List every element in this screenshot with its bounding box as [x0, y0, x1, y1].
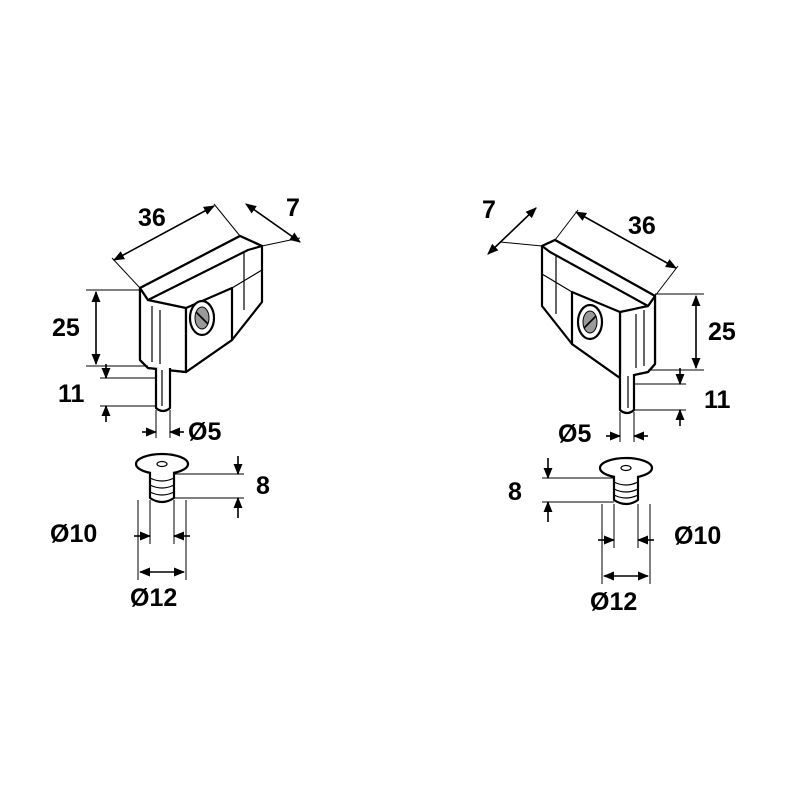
left-pin-length-label: 11 — [58, 380, 85, 408]
right-width-label: 36 — [628, 212, 656, 240]
left-width-label: 36 — [138, 204, 166, 232]
right-bushing-outer-diameter-label: Ø12 — [590, 588, 637, 616]
right-pin-diameter-label: Ø5 — [558, 420, 591, 448]
right-pin — [618, 374, 636, 415]
right-depth-label: 7 — [482, 196, 496, 224]
left-dimensions — [86, 203, 301, 580]
left-hinge-body — [138, 234, 264, 374]
right-fitting: 36 7 25 11 Ø5 8 Ø10 Ø12 — [482, 196, 736, 616]
right-bushing-height-label: 8 — [508, 478, 522, 506]
right-pin-length-label: 11 — [704, 386, 731, 414]
right-height-label: 25 — [708, 318, 736, 346]
left-pin — [154, 368, 172, 413]
right-hinge-body — [540, 238, 657, 380]
left-height-label: 25 — [52, 314, 80, 342]
left-fitting: 36 7 25 11 Ø5 8 Ø10 Ø12 — [50, 194, 301, 612]
left-pin-diameter-label: Ø5 — [188, 418, 221, 446]
left-bushing-outer-diameter-label: Ø12 — [130, 584, 177, 612]
right-bushing — [598, 456, 654, 506]
left-bushing-inner-diameter-label: Ø10 — [50, 520, 97, 548]
right-dimensions — [487, 207, 704, 584]
left-bushing-height-label: 8 — [256, 472, 270, 500]
left-bushing — [134, 452, 190, 504]
right-bushing-inner-diameter-label: Ø10 — [674, 522, 721, 550]
left-depth-label: 7 — [286, 194, 300, 222]
